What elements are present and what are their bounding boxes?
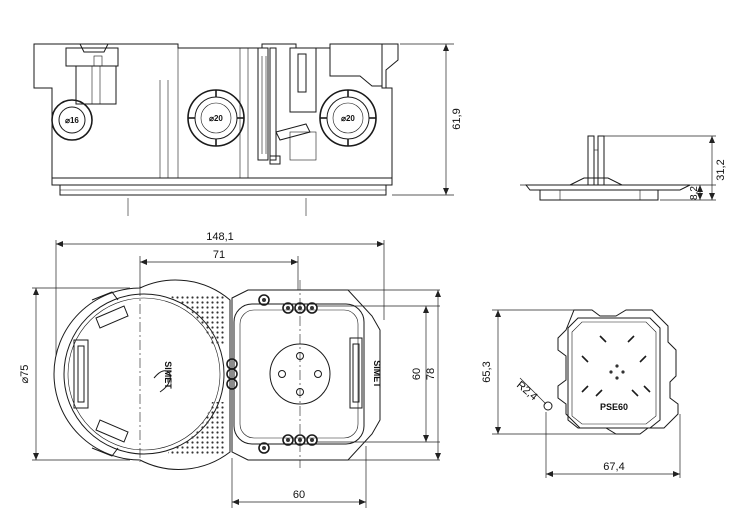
knockout-right-label: ⌀20 [341,114,355,123]
front-view: ⌀16 ⌀20 ⌀20 61,9 [33,43,463,216]
dim-height-total: 61,9 [451,108,463,129]
dim-insert-width: 67,4 [603,461,624,473]
knockout-20-right: ⌀20 [319,89,377,147]
dim-side-total: 31,2 [715,159,727,180]
insert-model-label: PSE60 [600,402,628,412]
dim-round-diameter: ⌀75 [19,365,31,384]
brand-label-square: SIMET [372,360,382,388]
dim-side-flange: 8,2 [689,186,700,200]
knockout-medium-label: ⌀20 [209,114,223,123]
knockout-16: ⌀16 [51,99,93,141]
dim-square-outer-height: 78 [425,368,437,380]
brand-label-round: SIMET [163,361,173,389]
dim-insert-height: 65,3 [481,361,493,382]
knockout-20-middle: ⌀20 [187,89,245,147]
side-view: 31,2 8,2 [520,135,727,201]
round-logo: SIMET [153,361,173,393]
dim-square-width: 60 [293,489,305,501]
dim-center-distance: 71 [213,249,225,261]
square-box: SIMET 60 78 60 [226,280,441,508]
insert-view: PSE60 R2,4 65,3 67,4 [481,309,681,478]
dim-overall-width: 148,1 [206,231,234,243]
round-box: SIMET ⌀75 [19,279,231,470]
knockout-small-label: ⌀16 [65,116,79,125]
dim-square-inner-height: 60 [411,368,423,380]
plan-view: 148,1 71 SIMET [19,231,441,508]
dim-insert-radius: R2,4 [514,379,540,403]
